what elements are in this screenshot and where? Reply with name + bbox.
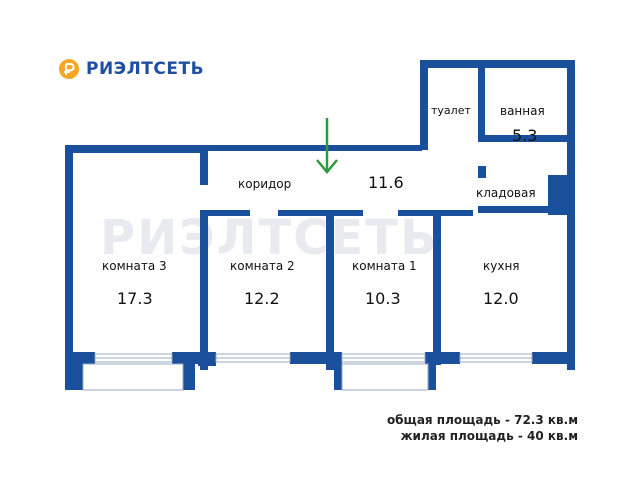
watermark: РИЭЛТСЕТЬ	[100, 210, 439, 266]
room3-name: комната 3	[102, 259, 167, 273]
logo-text: РИЭЛТСЕТЬ	[86, 59, 205, 79]
kitchen-name: кухня	[483, 259, 520, 273]
entrance-arrow-icon	[316, 118, 338, 174]
windows	[94, 353, 533, 363]
room3-area: 17.3	[117, 289, 153, 308]
balconies	[82, 363, 429, 391]
room2-name: комната 2	[230, 259, 295, 273]
living-area: жилая площадь - 40 кв.м	[400, 429, 578, 443]
bathroom-name: ванная	[500, 104, 545, 118]
toilet-name: туалет	[431, 104, 471, 117]
corridor-area: 11.6	[368, 173, 404, 192]
storage-name: кладовая	[476, 186, 536, 200]
total-area: общая площадь - 72.3 кв.м	[386, 413, 578, 427]
kitchen-area: 12.0	[483, 289, 519, 308]
area-totals: общая площадь - 72.3 кв.м жилая площадь …	[387, 412, 578, 444]
room2-area: 12.2	[244, 289, 280, 308]
bathroom-area: 5.3	[512, 126, 538, 145]
corridor-name: коридор	[238, 177, 292, 191]
logo-mark-icon	[59, 59, 79, 79]
walls	[65, 60, 575, 390]
room1-name: комната 1	[352, 259, 417, 273]
room1-area: 10.3	[365, 289, 401, 308]
logo: РИЭЛТСЕТЬ	[58, 56, 204, 82]
